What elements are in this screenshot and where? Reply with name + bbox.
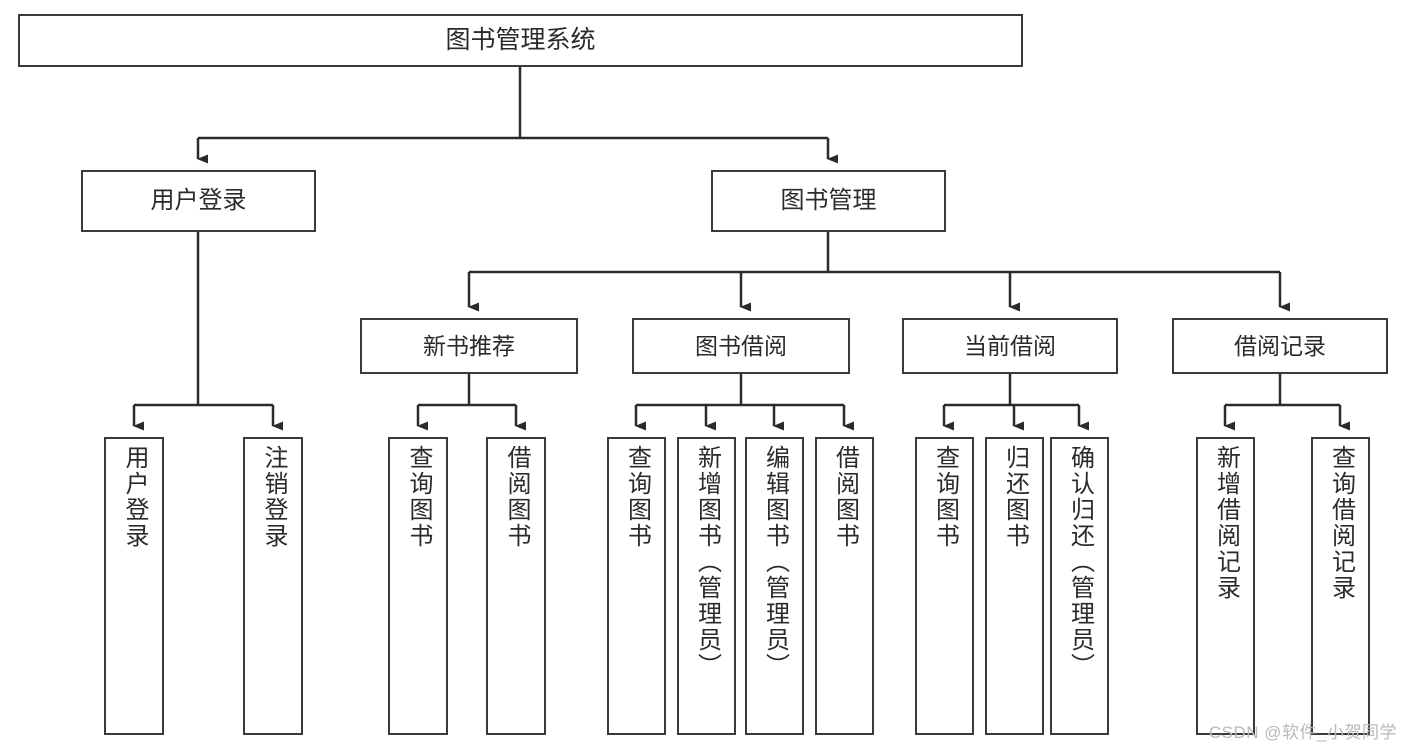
node-book-manage[interactable]: 图书管理: [711, 170, 946, 232]
node-label-leaf-cb-query: 查询图书: [931, 445, 959, 549]
node-leaf-bb-query[interactable]: 查询图书: [607, 437, 666, 735]
node-leaf-rec-query[interactable]: 查询图书: [388, 437, 448, 735]
node-label-current-borrow: 当前借阅: [964, 332, 1056, 359]
node-label-leaf-br-add: 新增借阅记录: [1212, 445, 1240, 601]
connector-user-login-to-leaves: [132, 232, 283, 431]
node-leaf-user-login[interactable]: 用户登录: [104, 437, 164, 735]
node-leaf-user-logout[interactable]: 注销登录: [243, 437, 303, 735]
node-current-borrow[interactable]: 当前借阅: [902, 318, 1118, 374]
node-label-borrow-record: 借阅记录: [1234, 332, 1326, 359]
connector-book-borrow-to-leaves: [634, 374, 854, 431]
node-label-leaf-cb-confirm: 确认归还（管理员）: [1066, 445, 1094, 679]
node-root[interactable]: 图书管理系统: [18, 14, 1023, 67]
node-leaf-cb-query[interactable]: 查询图书: [915, 437, 974, 735]
node-new-book-rec[interactable]: 新书推荐: [360, 318, 578, 374]
node-label-leaf-cb-return: 归还图书: [1001, 445, 1029, 549]
node-label-user-login: 用户登录: [150, 187, 247, 215]
node-label-leaf-bb-borrow: 借阅图书: [831, 445, 859, 549]
node-label-book-borrow: 图书借阅: [695, 332, 787, 359]
node-label-leaf-rec-query: 查询图书: [405, 445, 432, 549]
node-label-root: 图书管理系统: [445, 26, 596, 54]
node-label-leaf-bb-edit: 编辑图书（管理员）: [761, 445, 789, 679]
node-leaf-bb-borrow[interactable]: 借阅图书: [815, 437, 874, 735]
node-leaf-bb-add[interactable]: 新增图书（管理员）: [677, 437, 736, 735]
connector-new-book-rec-to-leaves: [416, 374, 526, 431]
node-label-leaf-br-query: 查询借阅记录: [1327, 445, 1355, 601]
node-label-leaf-bb-add: 新增图书（管理员）: [693, 445, 721, 679]
node-leaf-bb-edit[interactable]: 编辑图书（管理员）: [745, 437, 804, 735]
node-leaf-br-add[interactable]: 新增借阅记录: [1196, 437, 1255, 735]
node-user-login[interactable]: 用户登录: [81, 170, 316, 232]
connector-lines: [132, 67, 1350, 431]
node-label-leaf-user-logout: 注销登录: [260, 445, 287, 549]
node-label-leaf-bb-query: 查询图书: [623, 445, 651, 549]
node-label-new-book-rec: 新书推荐: [423, 332, 515, 359]
connector-current-borrow-to-leaves: [942, 374, 1089, 431]
node-leaf-br-query[interactable]: 查询借阅记录: [1311, 437, 1370, 735]
node-leaf-cb-return[interactable]: 归还图书: [985, 437, 1044, 735]
connector-book-manage-to-level3: [467, 232, 1290, 312]
node-leaf-rec-borrow[interactable]: 借阅图书: [486, 437, 546, 735]
connector-root-to-level2: [196, 67, 838, 164]
node-borrow-record[interactable]: 借阅记录: [1172, 318, 1388, 374]
node-label-leaf-user-login: 用户登录: [121, 445, 148, 549]
node-leaf-cb-confirm[interactable]: 确认归还（管理员）: [1050, 437, 1109, 735]
node-label-leaf-rec-borrow: 借阅图书: [503, 445, 530, 549]
node-label-book-manage: 图书管理: [780, 187, 877, 215]
connector-borrow-record-to-leaves: [1223, 374, 1350, 431]
node-book-borrow[interactable]: 图书借阅: [632, 318, 850, 374]
